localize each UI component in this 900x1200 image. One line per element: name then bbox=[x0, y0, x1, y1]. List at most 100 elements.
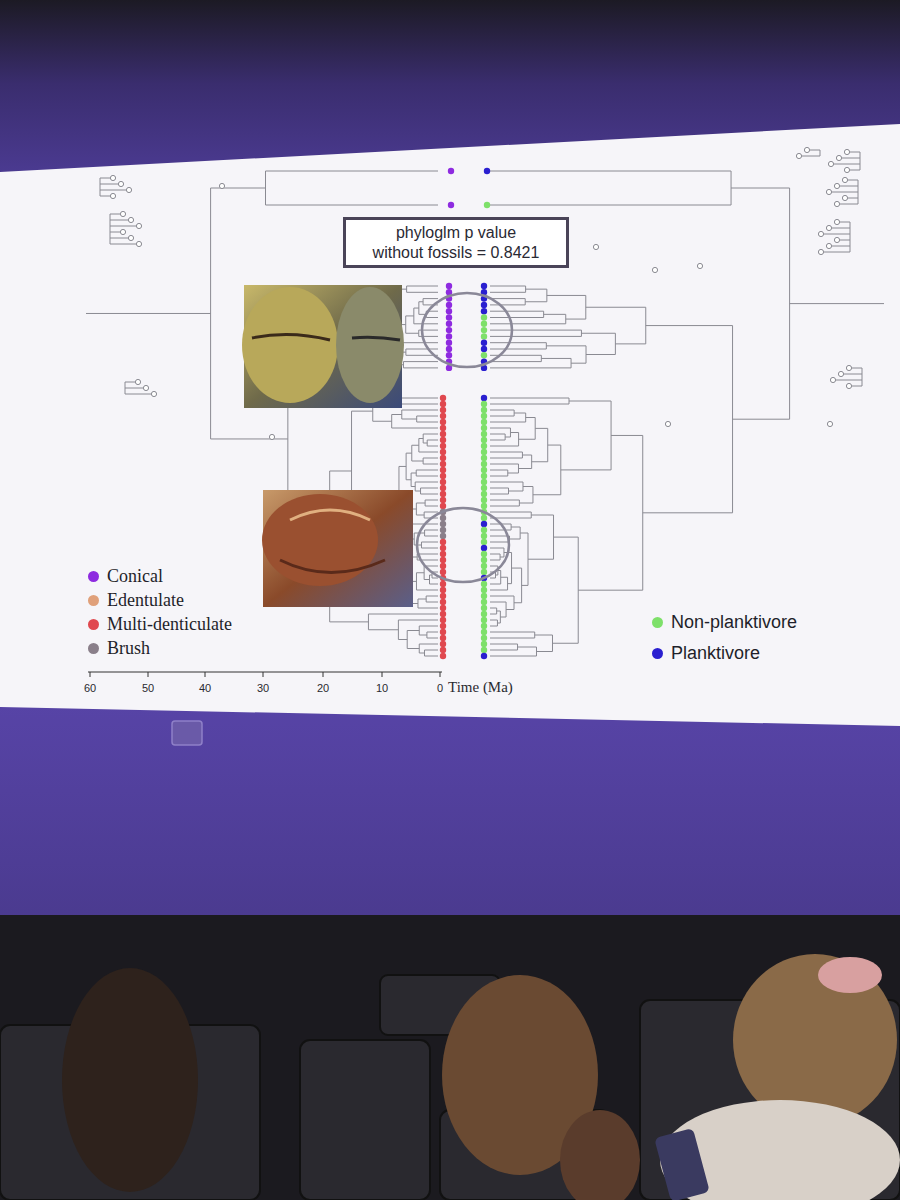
branch bbox=[368, 629, 398, 630]
audience bbox=[62, 954, 900, 1200]
trait-dot bbox=[440, 533, 446, 539]
wall-plate bbox=[172, 721, 202, 745]
branch bbox=[490, 482, 523, 483]
branch bbox=[490, 286, 526, 287]
branch bbox=[490, 464, 518, 465]
branch bbox=[840, 222, 850, 223]
trait-dot bbox=[481, 593, 487, 599]
axis-tick-label: 20 bbox=[315, 682, 331, 694]
branch bbox=[419, 438, 423, 439]
branch bbox=[418, 599, 426, 600]
fossil-tip bbox=[136, 241, 141, 246]
trait-dot bbox=[481, 321, 487, 327]
trait-dot bbox=[440, 521, 446, 527]
branch bbox=[490, 304, 525, 305]
branch bbox=[844, 374, 862, 375]
branch bbox=[110, 238, 128, 239]
branch bbox=[402, 419, 417, 420]
trait-dot bbox=[481, 581, 487, 587]
axis-tick-label: 60 bbox=[82, 682, 98, 694]
trait-dot bbox=[440, 617, 446, 623]
branch bbox=[832, 192, 858, 193]
branch bbox=[615, 343, 645, 344]
branch bbox=[561, 469, 611, 470]
branch bbox=[514, 602, 522, 603]
trait-dot bbox=[440, 641, 446, 647]
branch bbox=[415, 482, 438, 483]
branch bbox=[850, 152, 860, 153]
fossil-tip bbox=[118, 181, 123, 186]
branch bbox=[424, 579, 429, 580]
trait-dot bbox=[481, 497, 487, 503]
branch bbox=[490, 650, 518, 651]
branch bbox=[528, 559, 554, 560]
fossil-tip bbox=[652, 267, 657, 272]
branch bbox=[368, 614, 438, 615]
legend-label: Multi-denticulate bbox=[107, 614, 232, 635]
branch bbox=[490, 608, 497, 609]
projection-wall bbox=[0, 0, 900, 930]
trait-dot bbox=[481, 641, 487, 647]
branch bbox=[490, 548, 504, 549]
branch bbox=[531, 515, 553, 516]
branch bbox=[490, 488, 509, 489]
trait-dot bbox=[481, 327, 487, 333]
branch bbox=[421, 488, 438, 489]
branch bbox=[490, 476, 508, 477]
branch bbox=[110, 226, 136, 227]
trait-dot bbox=[481, 545, 487, 551]
branch bbox=[490, 590, 508, 591]
branch bbox=[490, 542, 510, 543]
branch bbox=[432, 578, 438, 579]
branch bbox=[790, 303, 880, 304]
highlight-rings bbox=[417, 293, 512, 582]
trait-dot bbox=[481, 413, 487, 419]
fossil-tip bbox=[128, 217, 133, 222]
trait-dot bbox=[440, 515, 446, 521]
fossil-tip bbox=[842, 195, 847, 200]
branch bbox=[414, 308, 419, 309]
branch bbox=[403, 361, 438, 362]
trait-dot bbox=[481, 461, 487, 467]
branch bbox=[416, 503, 425, 504]
branch bbox=[490, 632, 535, 633]
trait-dot bbox=[484, 168, 490, 174]
branch bbox=[490, 323, 566, 324]
branch bbox=[90, 313, 211, 314]
legend-swatch bbox=[88, 643, 99, 654]
trait-dot bbox=[440, 497, 446, 503]
branch bbox=[566, 319, 586, 320]
trait-dot bbox=[481, 605, 487, 611]
branch bbox=[100, 178, 110, 179]
trait-dot bbox=[481, 419, 487, 425]
branch bbox=[490, 458, 522, 459]
trait-dot bbox=[481, 611, 487, 617]
trait-dot bbox=[481, 437, 487, 443]
branch bbox=[352, 411, 373, 412]
branch bbox=[330, 470, 352, 471]
branch bbox=[490, 367, 571, 368]
trait-dot bbox=[446, 321, 452, 327]
branch bbox=[100, 178, 101, 196]
branch bbox=[490, 626, 497, 627]
branch bbox=[509, 491, 523, 492]
fossil-tip bbox=[834, 219, 839, 224]
branch bbox=[426, 317, 438, 318]
branch bbox=[832, 246, 850, 247]
branch bbox=[505, 437, 510, 438]
branch bbox=[532, 461, 548, 462]
time-axis bbox=[88, 672, 442, 677]
fossil-tip bbox=[834, 183, 839, 188]
trait-dot bbox=[481, 346, 487, 352]
branch bbox=[425, 500, 438, 501]
axis-tick-label: 30 bbox=[255, 682, 271, 694]
branch bbox=[526, 289, 547, 290]
branch bbox=[416, 470, 438, 471]
trait-dot bbox=[481, 521, 487, 527]
trait-dot bbox=[440, 569, 446, 575]
fossil-tip bbox=[818, 249, 823, 254]
fossil-tip bbox=[128, 235, 133, 240]
branch bbox=[427, 632, 438, 633]
branch bbox=[490, 317, 544, 318]
trait-dot bbox=[481, 431, 487, 437]
